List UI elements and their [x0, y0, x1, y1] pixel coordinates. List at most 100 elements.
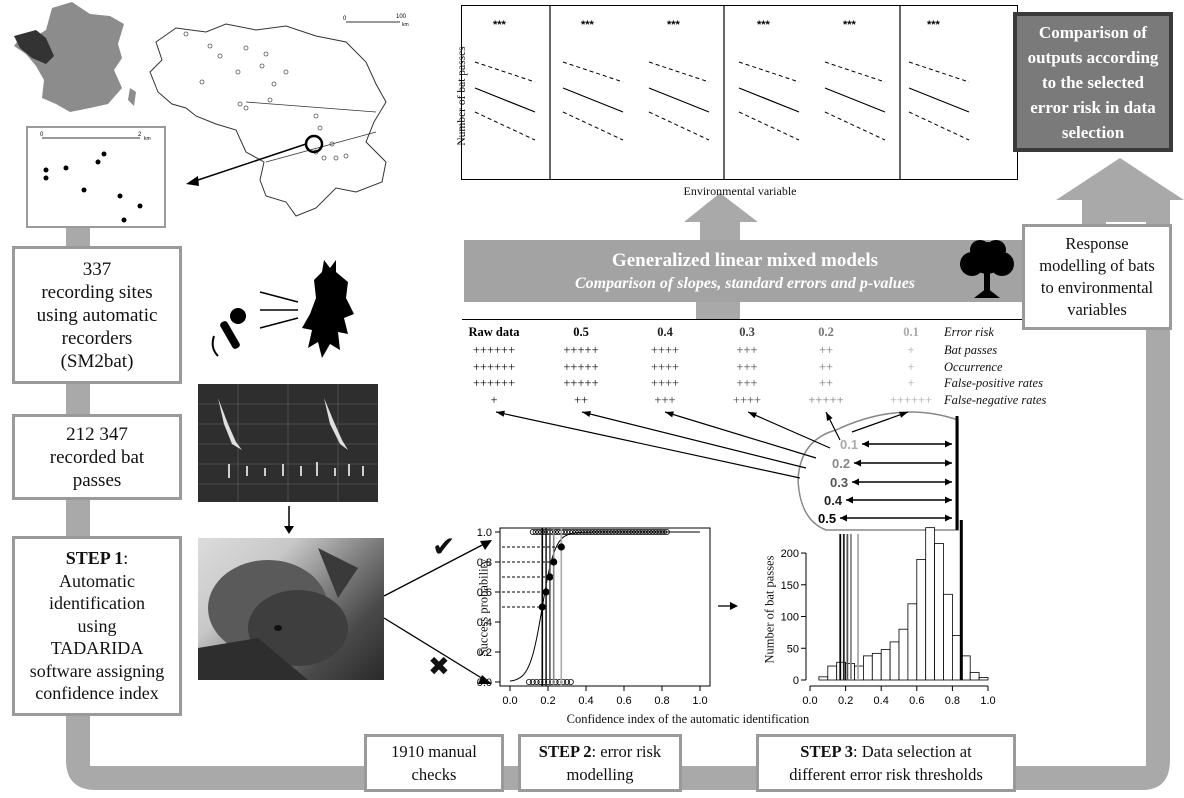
table-pointer-head: [748, 412, 757, 419]
comparison-line4: error risk in data: [1030, 97, 1156, 117]
threshold-point: [538, 603, 546, 611]
upper-ci-line: [562, 61, 624, 83]
observation-success: [581, 528, 588, 535]
observation-success: [583, 528, 590, 535]
histogram-bar: [889, 641, 900, 681]
histogram-bar: [898, 628, 909, 681]
histogram-bar: [934, 543, 944, 681]
slopes-chart: ******************: [474, 6, 970, 179]
sites-line2: recording sites: [41, 281, 153, 303]
step2-box: STEP 2: error risk modelling: [518, 734, 682, 792]
comparison-line2: outputs according: [1027, 47, 1159, 67]
step3-title: STEP 3: [800, 742, 854, 761]
x-tick-label: 0.6: [909, 695, 924, 707]
observation-success: [538, 528, 545, 535]
glmm-banner: Generalized linear mixed models Comparis…: [464, 240, 1026, 302]
y-tick-label: 100: [781, 612, 799, 624]
response-line1: Response: [1065, 234, 1129, 253]
y-tick-label: 150: [781, 580, 799, 592]
recording-sites-box: 337 recording sites using automatic reco…: [12, 246, 182, 384]
histogram-bar: [827, 665, 838, 681]
step1-line5: TADARIDA: [50, 638, 144, 659]
table-pointer-head: [665, 411, 674, 418]
scale-label-km: km: [402, 22, 409, 28]
step1-colon: :: [123, 548, 129, 569]
observation-success: [620, 528, 627, 535]
significance-label: ***: [667, 19, 681, 31]
table-cell: ++++: [650, 376, 680, 390]
table-header: 0.5: [573, 325, 589, 339]
observation-success: [598, 528, 605, 535]
table-cell: ++: [573, 393, 589, 407]
manual-checks-box: 1910 manual checks: [364, 734, 504, 792]
observation-success: [649, 528, 656, 535]
observation-success: [569, 528, 576, 535]
sites-count: 337: [82, 258, 112, 280]
significance-label: ***: [843, 19, 857, 31]
observation-success: [658, 528, 665, 535]
observation-success: [660, 528, 667, 535]
table-cell: ++: [818, 343, 834, 357]
upper-ci-line: [474, 61, 536, 83]
observation-success: [595, 528, 602, 535]
significance-label: ***: [581, 19, 595, 31]
x-tick-label: 0.0: [502, 695, 517, 707]
manual-line2: checks: [411, 765, 457, 784]
arrowhead-right: [945, 496, 952, 504]
table-cell: ++: [818, 360, 834, 374]
slope-line: [648, 87, 710, 113]
y-tick-label: 0.4: [477, 617, 492, 629]
observation-success: [601, 528, 608, 535]
x-tick-label: 0.8: [945, 695, 960, 707]
observation-success: [638, 528, 645, 535]
observation-success: [618, 528, 625, 535]
upper-ci-line: [738, 61, 800, 83]
step1-title: STEP 1: [65, 548, 124, 569]
table-cell: +++++: [563, 343, 599, 357]
table-pointer-arrow: [851, 411, 909, 433]
table-cell: ++++: [650, 343, 680, 357]
observation-success: [612, 528, 619, 535]
significance-label: ***: [493, 19, 507, 31]
step2-desc2: modelling: [566, 765, 634, 784]
table-header: 0.2: [818, 325, 834, 339]
significance-label: ***: [927, 19, 941, 31]
arrowhead-right: [945, 440, 952, 448]
upper-ci-line: [908, 61, 970, 83]
y-tick-label: 0.8: [477, 557, 492, 569]
bat-silhouette-icon: [302, 260, 354, 358]
response-line2: modelling of bats: [1039, 256, 1155, 275]
observation-success: [629, 528, 636, 535]
y-tick-label: 200: [781, 548, 799, 560]
observation-success: [589, 528, 596, 535]
microphone-icon: [211, 308, 246, 357]
arrowhead-left: [846, 496, 853, 504]
y-tick-label: 0.2: [477, 647, 492, 659]
observation-failure: [529, 678, 536, 685]
threshold-label: 0.1: [840, 437, 858, 452]
manual-line1: 1910 manual: [391, 742, 477, 761]
histogram-bar: [943, 593, 953, 681]
glmm-title: Generalized linear mixed models: [611, 250, 879, 271]
table-row-label: Occurrence: [944, 360, 1003, 374]
scale-label-100: 100: [396, 14, 407, 20]
threshold-label: 0.2: [832, 456, 850, 471]
observation-success: [615, 528, 622, 535]
upper-ci-line: [824, 61, 886, 83]
table-cell: +++: [736, 343, 758, 357]
arrowhead-left: [852, 478, 859, 486]
x-tick-label: 0.0: [802, 695, 817, 707]
arrowhead-left: [854, 459, 861, 467]
observation-success: [663, 528, 670, 535]
passes-line2: recorded bat: [49, 446, 145, 468]
spectrogram-image: [198, 384, 378, 502]
table-cell: +: [490, 393, 498, 407]
tree-icon: [960, 240, 1014, 298]
table-row-label: False-negative rates: [944, 393, 1047, 407]
x-tick-label: 1.0: [692, 695, 707, 707]
